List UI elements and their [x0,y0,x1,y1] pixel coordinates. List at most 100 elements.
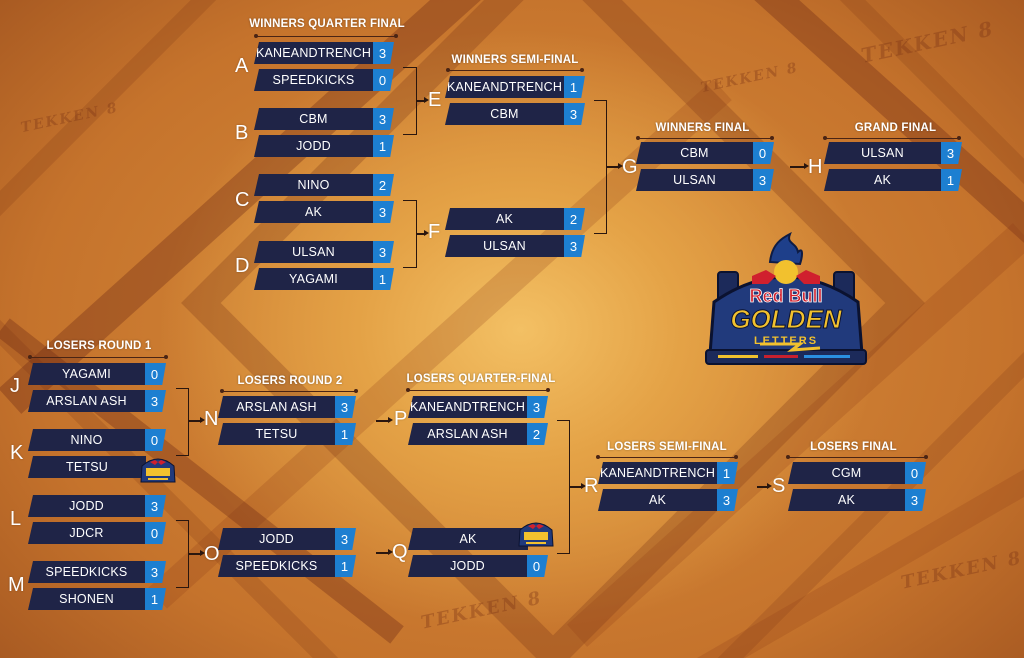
match-m-player-2[interactable]: SHONEN 1 [28,588,166,610]
connector-arrow [376,549,393,555]
player-name: ULSAN [636,169,753,191]
match-label-r: R [584,475,599,497]
match-o-player-2[interactable]: SPEEDKICKS 1 [218,555,356,577]
match-p-player-1[interactable]: KANEANDTRENCH 3 [408,396,548,418]
red-bull-golden-letters-badge [516,516,556,550]
match-k-player-2[interactable]: TETSU [28,456,146,478]
player-name: TETSU [218,423,335,445]
round-title-losers-sf: LOSERS SEMI-FINAL [607,441,727,453]
match-k-player-1[interactable]: NINO 0 [28,429,166,451]
match-e-player-2[interactable]: CBM 3 [445,103,585,125]
match-label-n: N [204,408,219,430]
red-bull-golden-letters-badge [138,452,178,486]
player-name: ULSAN [254,241,373,263]
match-h-player-1[interactable]: ULSAN 3 [824,142,962,164]
tekken-watermark: TEKKEN 8 [419,587,545,634]
player-name: YAGAMI [28,363,145,385]
player-score: 3 [527,396,548,418]
player-score: 3 [145,495,166,517]
match-f-player-1[interactable]: AK 2 [445,208,585,230]
match-f-player-2[interactable]: ULSAN 3 [445,235,585,257]
connector-arrow [188,417,205,423]
match-b-player-2[interactable]: JODD 1 [254,135,394,157]
match-label-h: H [808,156,823,178]
player-name: SHONEN [28,588,145,610]
match-n-player-1[interactable]: ARSLAN ASH 3 [218,396,356,418]
player-score: 1 [717,462,738,484]
player-name: ARSLAN ASH [218,396,335,418]
round-divider [786,455,928,459]
match-b-player-1[interactable]: CBM 3 [254,108,394,130]
player-score: 3 [941,142,962,164]
svg-text:Red Bull: Red Bull [749,286,822,306]
player-name: KANEANDTRENCH [598,462,717,484]
player-name: CGM [788,462,905,484]
match-d-player-2[interactable]: YAGAMI 1 [254,268,394,290]
match-label-d: D [235,255,250,277]
player-score: 1 [145,588,166,610]
match-s-player-2[interactable]: AK 3 [788,489,926,511]
match-label-s: S [772,475,786,497]
match-c-player-1[interactable]: NINO 2 [254,174,394,196]
player-name: AK [408,528,528,550]
connector-arrow [188,550,205,556]
match-e-player-1[interactable]: KANEANDTRENCH 1 [445,76,585,98]
round-divider [406,388,550,392]
player-name: CBM [636,142,753,164]
player-score: 1 [335,555,356,577]
player-score: 1 [373,135,394,157]
player-name: JODD [254,135,373,157]
player-score: 3 [373,42,394,64]
match-a-player-1[interactable]: KANEANDTRENCH 3 [254,42,394,64]
match-d-player-1[interactable]: ULSAN 3 [254,241,394,263]
bracket-connector [403,67,417,135]
match-q-player-1[interactable]: AK [408,528,528,550]
match-label-o: O [204,543,220,565]
round-divider [28,355,168,359]
match-s-player-1[interactable]: CGM 0 [788,462,926,484]
match-label-e: E [428,89,442,111]
match-c-player-2[interactable]: AK 3 [254,201,394,223]
match-r-player-1[interactable]: KANEANDTRENCH 1 [598,462,738,484]
match-label-c: C [235,189,250,211]
match-n-player-2[interactable]: TETSU 1 [218,423,356,445]
match-o-player-1[interactable]: JODD 3 [218,528,356,550]
player-name: KANEANDTRENCH [408,396,527,418]
round-divider [823,136,961,140]
player-name: KANEANDTRENCH [254,42,373,64]
connector-arrow [416,97,429,103]
player-score: 1 [373,268,394,290]
match-label-m: M [8,574,25,596]
connector-arrow [606,163,623,169]
round-title-grand-final: GRAND FINAL [854,122,937,134]
player-score: 3 [564,235,585,257]
match-l-player-2[interactable]: JDCR 0 [28,522,166,544]
match-a-player-2[interactable]: SPEEDKICKS 0 [254,69,394,91]
round-title-losers-qf: LOSERS QUARTER-FINAL [406,373,556,385]
player-name: JDCR [28,522,145,544]
player-score: 0 [527,555,548,577]
round-divider [254,34,398,38]
player-score: 3 [753,169,774,191]
player-name: JODD [28,495,145,517]
match-g-player-1[interactable]: CBM 0 [636,142,774,164]
player-name: SPEEDKICKS [254,69,373,91]
player-score: 3 [145,390,166,412]
player-name: ARSLAN ASH [408,423,527,445]
match-m-player-1[interactable]: SPEEDKICKS 3 [28,561,166,583]
tekken-watermark: TEKKEN 8 [858,16,997,68]
player-name: CBM [445,103,564,125]
match-p-player-2[interactable]: ARSLAN ASH 2 [408,423,548,445]
round-divider [220,389,358,393]
match-r-player-2[interactable]: AK 3 [598,489,738,511]
player-score: 3 [717,489,738,511]
player-name: AK [788,489,905,511]
match-h-player-2[interactable]: AK 1 [824,169,962,191]
player-score: 3 [564,103,585,125]
red-bull-golden-letters-logo: Red Bull GOLDEN LETTERS [700,231,870,378]
match-g-player-2[interactable]: ULSAN 3 [636,169,774,191]
match-j-player-2[interactable]: ARSLAN ASH 3 [28,390,166,412]
match-q-player-2[interactable]: JODD 0 [408,555,548,577]
match-l-player-1[interactable]: JODD 3 [28,495,166,517]
match-j-player-1[interactable]: YAGAMI 0 [28,363,166,385]
